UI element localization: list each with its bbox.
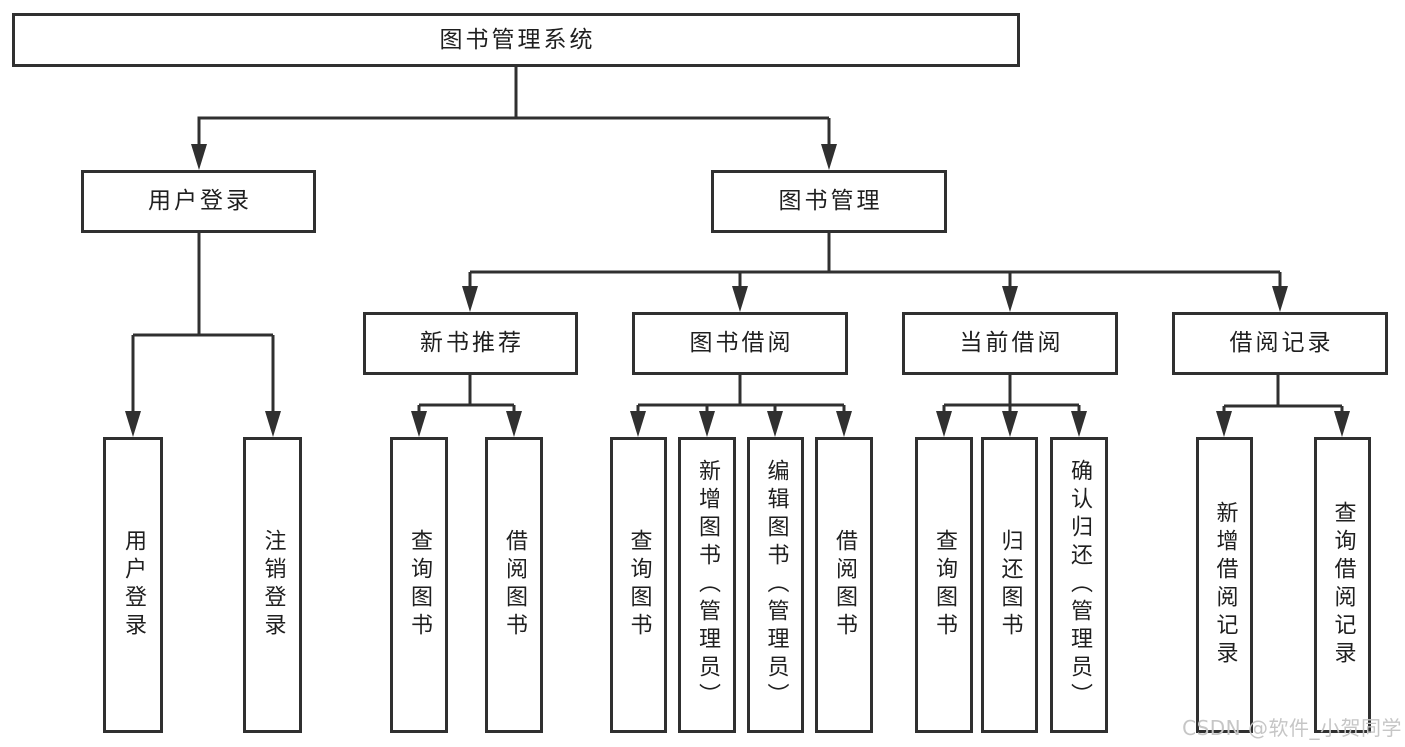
node-leaf-query-books-current: 查询图书 [915, 437, 973, 733]
node-leaf-add-book-admin: 新增图书（管理员） [678, 437, 736, 733]
node-leaf-user-login: 用户登录 [103, 437, 163, 733]
node-book-borrowing: 图书借阅 [632, 312, 848, 375]
connector-borrowing-records-to-leaves [1216, 375, 1350, 437]
connector-book-management-to-level3 [462, 233, 1288, 312]
node-leaf-borrow-books-borrowing: 借阅图书 [815, 437, 873, 733]
csdn-watermark: CSDN @软件_小贺同学 [1182, 716, 1402, 740]
node-current-borrowing: 当前借阅 [902, 312, 1118, 375]
node-borrowing-records: 借阅记录 [1172, 312, 1388, 375]
connector-book-borrowing-to-leaves [630, 375, 852, 437]
node-leaf-query-books-borrowing: 查询图书 [610, 437, 667, 733]
node-leaf-logout: 注销登录 [243, 437, 302, 733]
node-leaf-query-books-recommend: 查询图书 [390, 437, 448, 733]
connector-current-borrowing-to-leaves [936, 375, 1087, 437]
node-leaf-add-borrow-record: 新增借阅记录 [1196, 437, 1253, 733]
node-leaf-query-borrow-record: 查询借阅记录 [1314, 437, 1371, 733]
node-book-management: 图书管理 [711, 170, 947, 233]
node-leaf-return-books: 归还图书 [981, 437, 1038, 733]
node-leaf-edit-book-admin: 编辑图书（管理员） [747, 437, 804, 733]
connector-new-book-recommendation-to-leaves [411, 375, 522, 437]
node-library-management-system: 图书管理系统 [12, 13, 1020, 67]
node-leaf-borrow-books-recommend: 借阅图书 [485, 437, 543, 733]
connector-user-login-to-leaves [125, 233, 281, 437]
connector-root-to-level2 [191, 67, 837, 170]
node-leaf-confirm-return-admin: 确认归还（管理员） [1050, 437, 1108, 733]
node-user-login: 用户登录 [81, 170, 316, 233]
node-new-book-recommendation: 新书推荐 [363, 312, 578, 375]
